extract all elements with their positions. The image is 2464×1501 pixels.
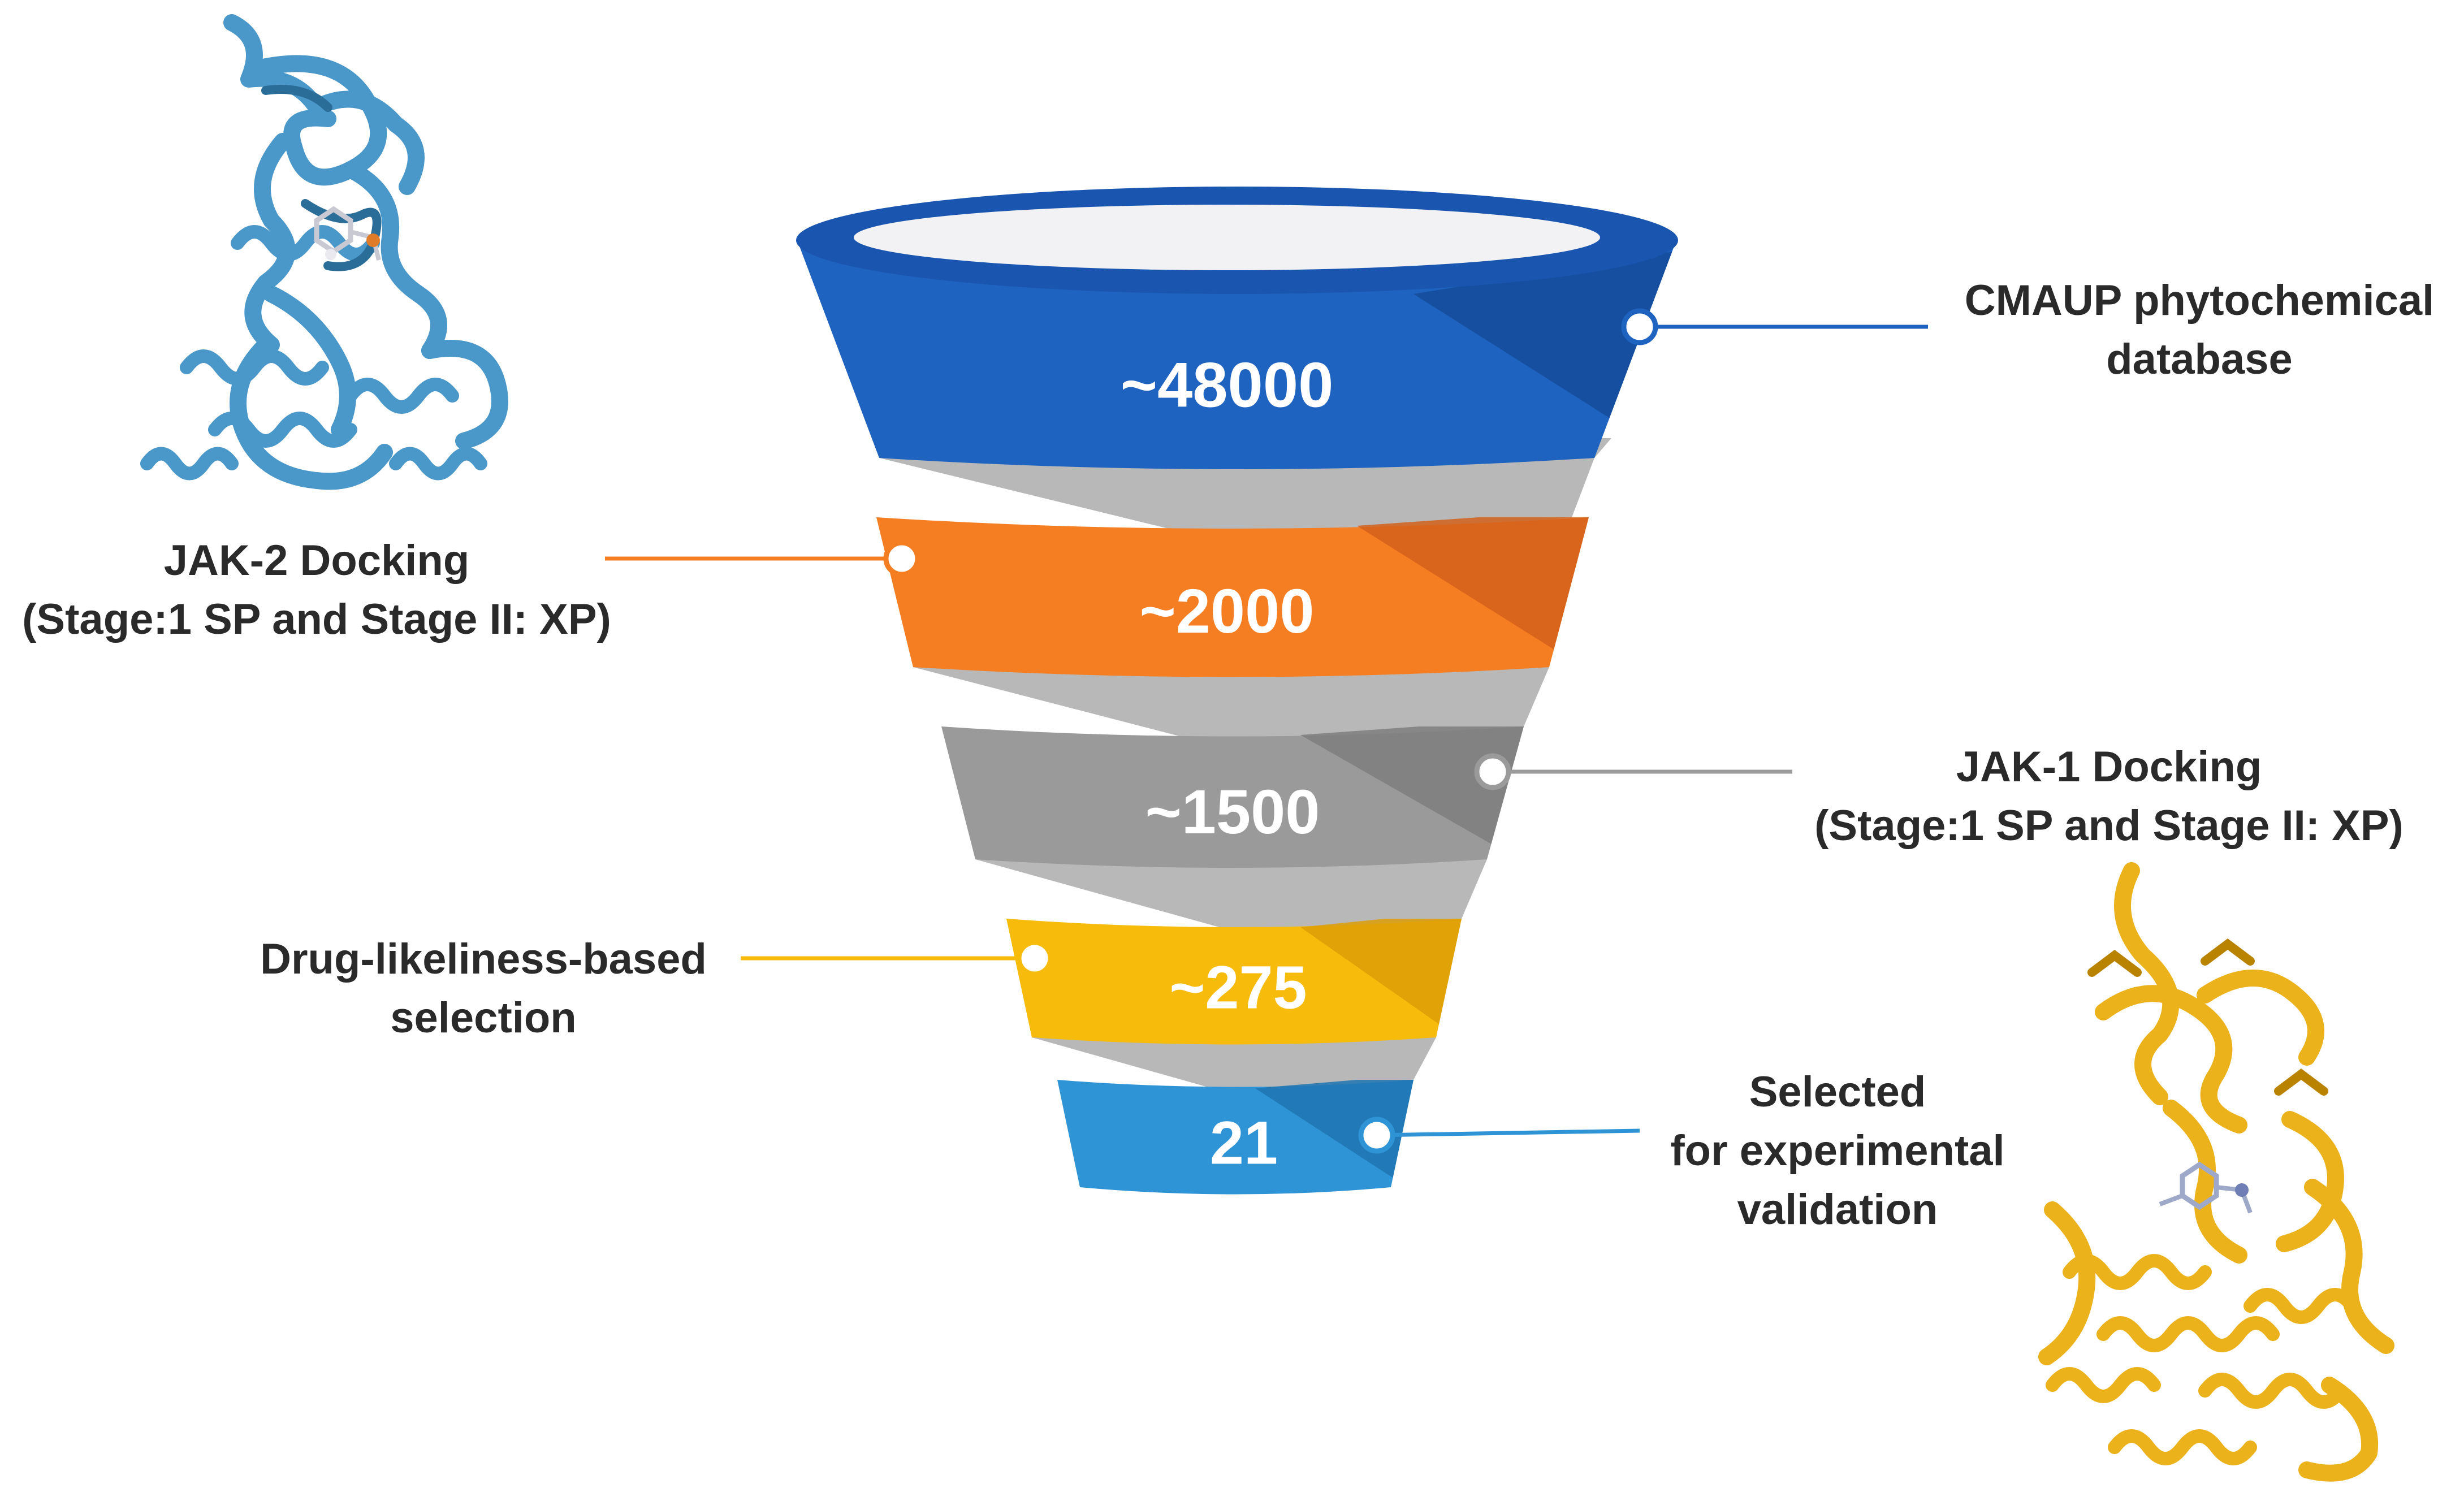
stage-band-jak2	[876, 517, 1589, 677]
label-selected-line1: Selected	[1749, 1068, 1926, 1116]
label-druglike-line1: Drug-likeliness-based	[260, 935, 707, 983]
jak2-protein-structure	[140, 14, 508, 490]
label-druglike-line2: selection	[390, 994, 577, 1042]
callout-jak1	[1474, 753, 1792, 790]
label-jak1-line2: (Stage:1 SP and Stage II: XP)	[1814, 802, 2404, 850]
jak1-bound-ligand	[2159, 1161, 2253, 1214]
label-druglike: Drug-likeliness-based selection	[215, 930, 752, 1048]
callout-jak2	[605, 540, 920, 577]
stage-band-cmaup	[796, 187, 1678, 469]
label-cmaup-line1: CMAUP phytochemical	[1964, 276, 2435, 325]
label-jak1-line1: JAK-1 Docking	[1956, 743, 2262, 791]
stage-band-druglike	[1006, 919, 1462, 1045]
stage-count-druglike: ~275	[1169, 953, 1307, 1022]
stage-count-selected: 21	[1210, 1109, 1278, 1177]
stage-count-cmaup: ~48000	[1121, 350, 1334, 421]
label-selected-line3: validation	[1737, 1186, 1938, 1234]
label-jak1: JAK-1 Docking (Stage:1 SP and Stage II: …	[1798, 738, 2420, 855]
label-jak2: JAK-2 Docking (Stage:1 SP and Stage II: …	[6, 531, 628, 649]
label-selected: Selected for experimental validation	[1611, 1063, 2064, 1239]
label-cmaup-line2: database	[2106, 335, 2293, 383]
label-jak2-line1: JAK-2 Docking	[163, 537, 470, 585]
label-jak2-line2: (Stage:1 SP and Stage II: XP)	[22, 595, 611, 643]
label-cmaup: CMAUP phytochemical database	[1934, 271, 2464, 389]
funnel-opening	[854, 205, 1600, 270]
label-selected-line2: for experimental	[1670, 1127, 2005, 1175]
stage-count-jak2: ~2000	[1140, 577, 1315, 646]
callout-selected	[1358, 1117, 1640, 1154]
stage-band-selected	[1057, 1080, 1413, 1195]
jak1-protein-structure	[2038, 862, 2394, 1482]
stage-count-jak1: ~1500	[1145, 777, 1320, 847]
callout-druglike	[741, 940, 1053, 977]
callout-cmaup	[1621, 308, 1928, 345]
jak2-bound-ligand	[314, 206, 381, 261]
stage-band-jak1	[941, 726, 1524, 868]
